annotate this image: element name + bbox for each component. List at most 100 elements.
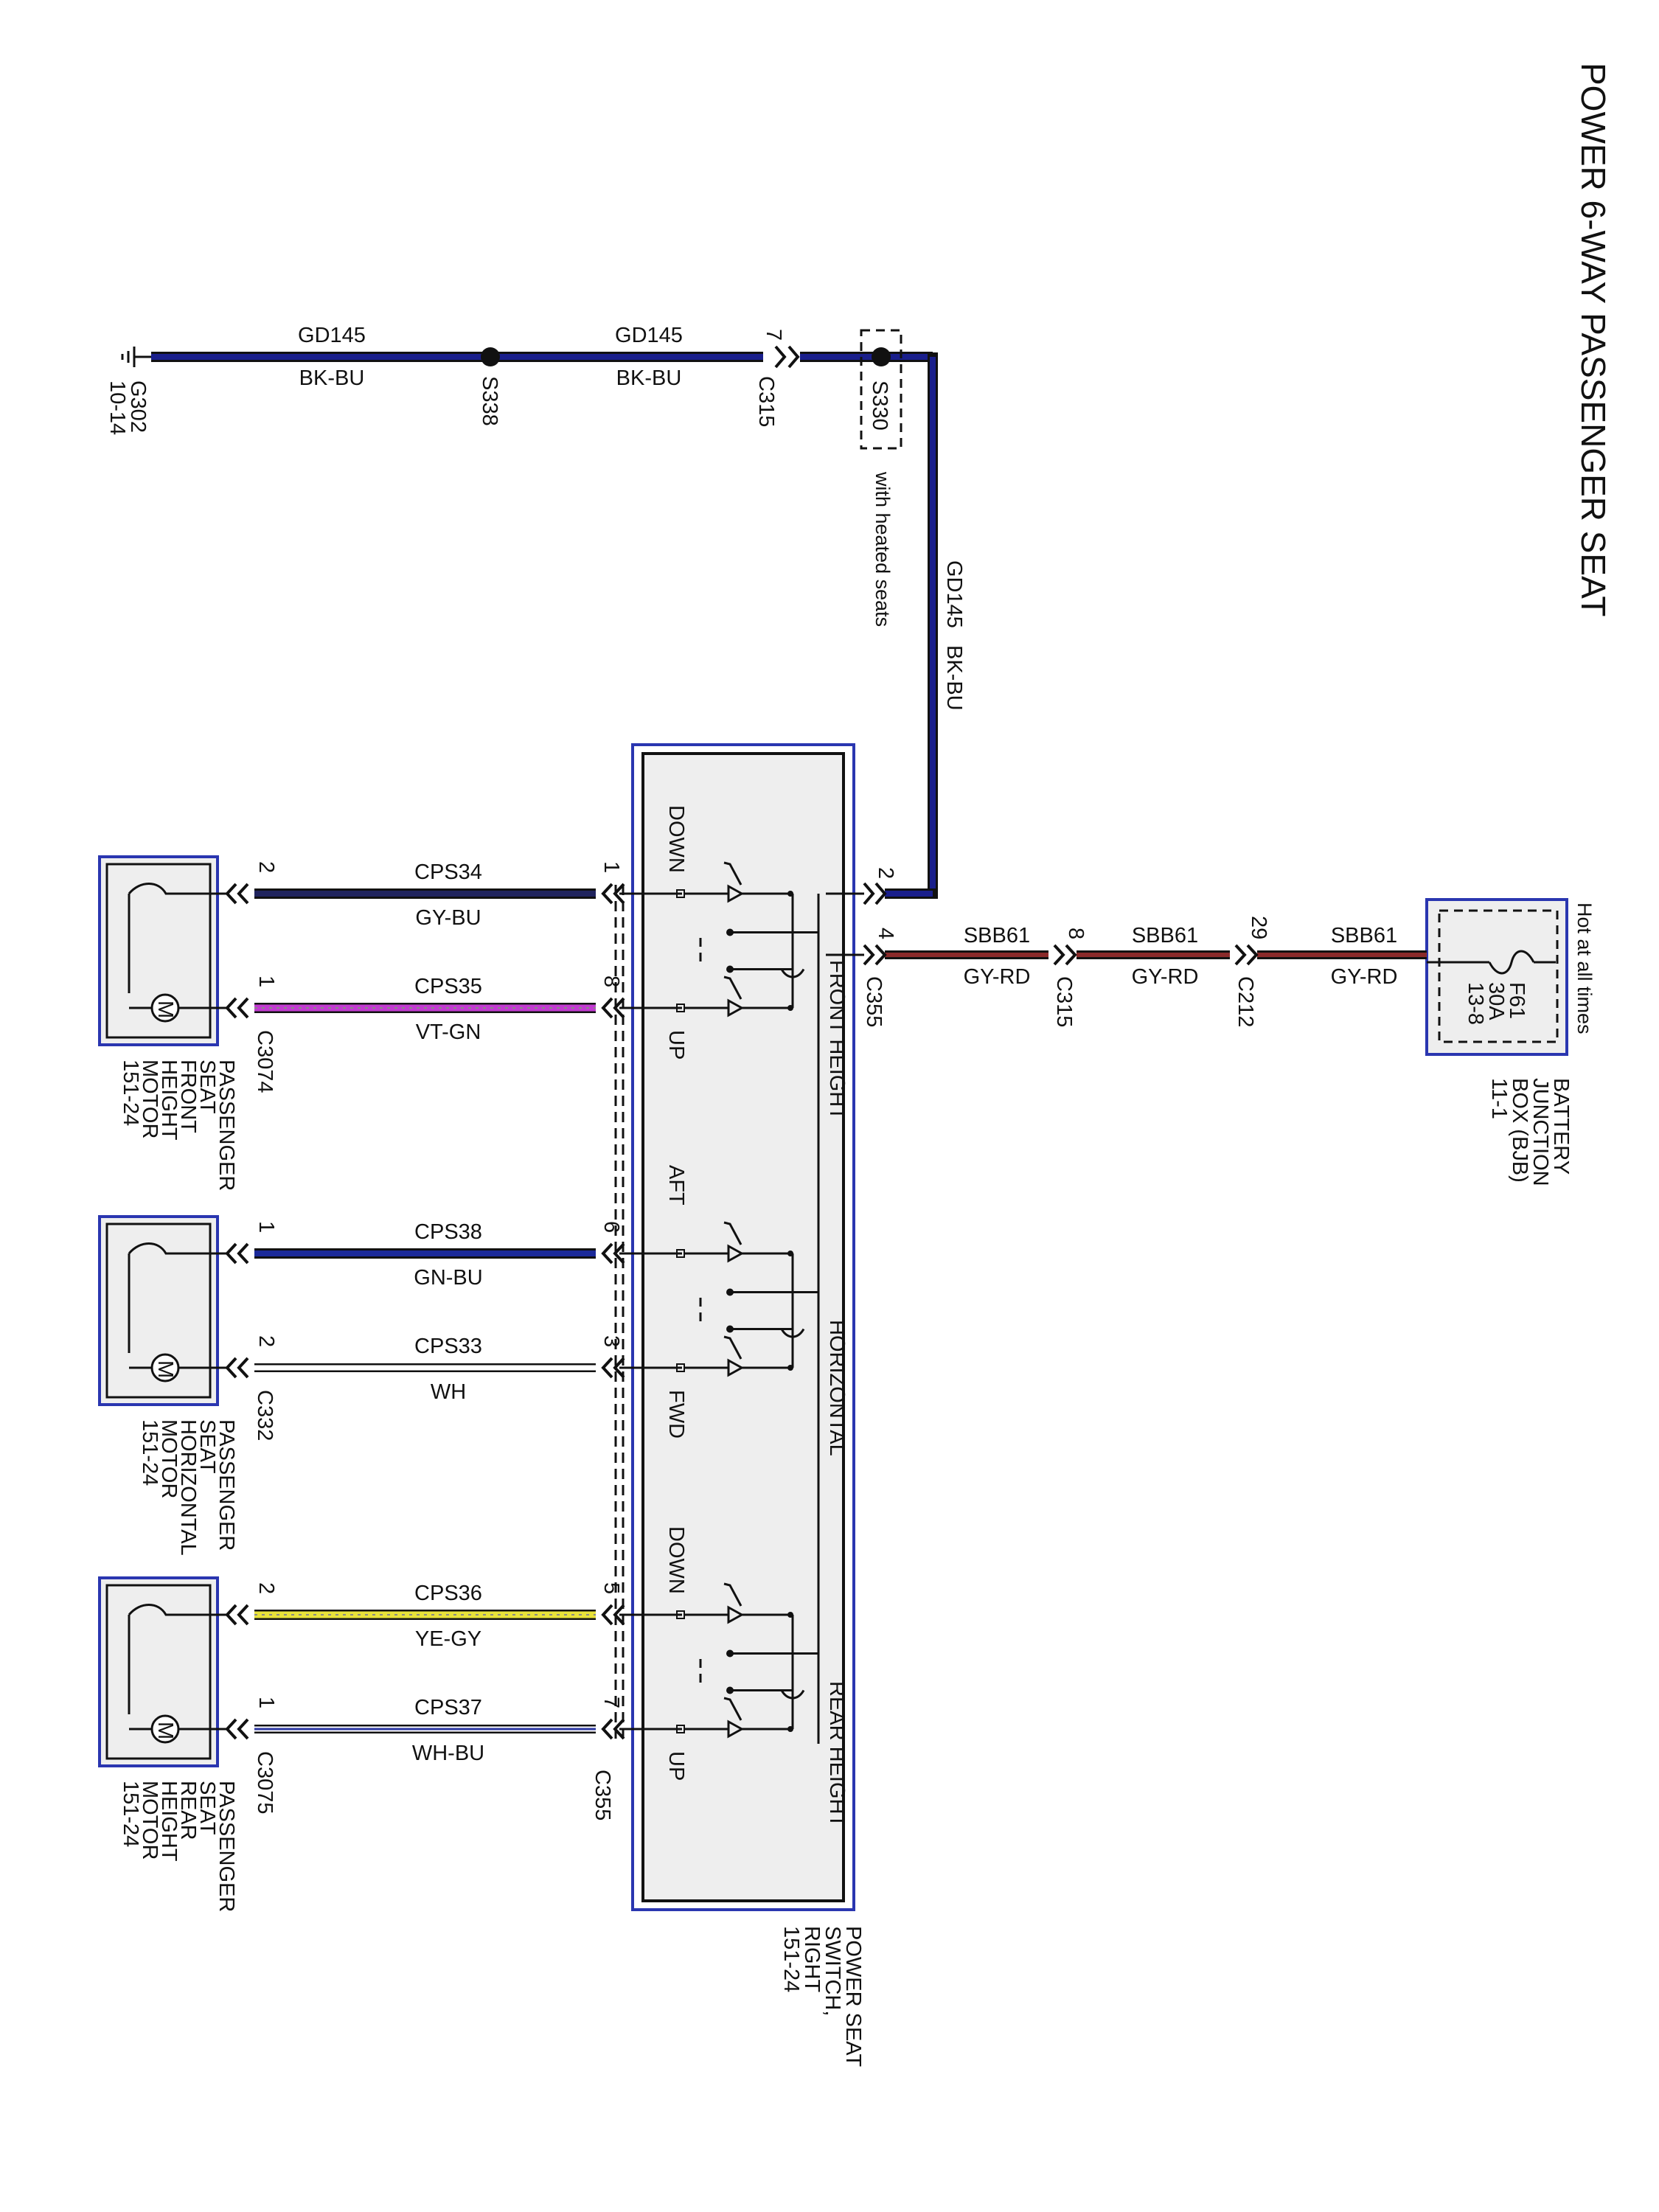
motor-label-line: HEIGHT bbox=[157, 1781, 181, 1862]
switch-label-3: RIGHT bbox=[800, 1926, 824, 1993]
wire-color-label: WH bbox=[431, 1380, 466, 1404]
motor-label-line: MOTOR bbox=[138, 1060, 161, 1138]
ground-name: G302 bbox=[126, 380, 150, 433]
switch-position-b: FWD bbox=[664, 1390, 688, 1439]
motor-icon bbox=[150, 1714, 180, 1744]
motor-label-line: SEAT bbox=[195, 1419, 219, 1474]
switch-ground-pin: 2 bbox=[874, 867, 897, 879]
power-seg3-color: GY-RD bbox=[964, 965, 1031, 989]
c212-pin: 29 bbox=[1247, 916, 1270, 939]
switch-label-1: POWER SEAT bbox=[841, 1926, 865, 2067]
switch-pin-label: 7 bbox=[599, 1697, 623, 1708]
wire-color-label: WH-BU bbox=[412, 1742, 484, 1765]
wire-color-label: GY-BU bbox=[415, 906, 481, 930]
bjb-box bbox=[1425, 898, 1568, 1056]
motor-connector-label: C3074 bbox=[253, 1030, 276, 1093]
connector-c315-power-icon bbox=[1053, 944, 1077, 966]
switch-arm-icon bbox=[727, 998, 745, 1018]
wire-circuit-label: CPS38 bbox=[414, 1220, 482, 1244]
ground-circuit: GD145 BK-BU GD145 BK-BU GD145 BK-BU G302… bbox=[105, 324, 966, 899]
fuse-rating: 30A bbox=[1484, 982, 1508, 1020]
motor-label-line: 151-24 bbox=[138, 1419, 161, 1486]
bjb-label-2: JUNCTION bbox=[1528, 1078, 1552, 1186]
connector-c355-power-icon bbox=[863, 944, 887, 966]
splice-s330-label: S330 bbox=[868, 380, 891, 431]
connector-c212-icon bbox=[1234, 944, 1259, 966]
motor-label-line: SEAT bbox=[195, 1781, 219, 1835]
switch-arm-icon bbox=[727, 1244, 745, 1263]
wire-circuit-label: CPS35 bbox=[414, 975, 482, 998]
motor-brush-icon bbox=[128, 883, 229, 895]
motor-label-line: SEAT bbox=[195, 1060, 219, 1114]
motor-connector-label: C3075 bbox=[253, 1751, 276, 1814]
diagram-title: POWER 6-WAY PASSENGER SEAT bbox=[1574, 63, 1613, 616]
switch-pin-label: 6 bbox=[599, 1221, 623, 1233]
switch-connector-icon bbox=[601, 1242, 625, 1265]
switch-connector-label: C355 bbox=[591, 1770, 614, 1820]
motor-label-line: HORIZONTAL bbox=[176, 1419, 200, 1556]
wire-circuit-label: CPS36 bbox=[414, 1582, 482, 1605]
motor-connector-icon bbox=[225, 997, 249, 1019]
switch-outer-box bbox=[631, 743, 855, 1911]
switch-group-label: HORIZONTAL bbox=[825, 1320, 849, 1456]
motor-label-line: PASSENGER bbox=[215, 1060, 238, 1191]
switch-position-b: UP bbox=[664, 1751, 688, 1781]
c355-power-label: C355 bbox=[862, 976, 886, 1027]
connector-c315-label: C315 bbox=[754, 376, 778, 427]
motor-brush-icon bbox=[128, 1242, 229, 1255]
motor-icon bbox=[150, 1353, 180, 1382]
wire-circuit-label: CPS33 bbox=[414, 1335, 482, 1358]
motor-wires: CPS34GY-BU12CPS35VT-GN81CPS38GN-BU61CPS3… bbox=[225, 860, 682, 1765]
hot-at-all-times-note: Hot at all times bbox=[1573, 902, 1596, 1034]
ground-seg1-circuit: GD145 bbox=[298, 324, 366, 347]
switch-group-label: REAR HEIGHT bbox=[825, 1681, 849, 1827]
splice-s338-label: S338 bbox=[478, 376, 501, 426]
switch-label-4: 151-24 bbox=[779, 1926, 803, 1992]
ground-seg1-color: BK-BU bbox=[299, 366, 365, 390]
motor-connector-icon bbox=[225, 1357, 249, 1379]
switch-position-a: AFT bbox=[664, 1165, 688, 1206]
power-seg1-circuit: SBB61 bbox=[1331, 924, 1397, 947]
motor-label-line: PASSENGER bbox=[215, 1419, 238, 1551]
power-seg2-color: GY-RD bbox=[1132, 965, 1199, 989]
motor-label-line: FRONT bbox=[176, 1060, 200, 1133]
ground-seg2-color: BK-BU bbox=[616, 366, 682, 390]
motor-symbol: M bbox=[153, 1001, 177, 1018]
wire-color-label: VT-GN bbox=[416, 1020, 481, 1044]
ground-ref: 10-14 bbox=[105, 380, 129, 435]
c212-label: C212 bbox=[1234, 976, 1257, 1027]
switch-label-2: SWITCH, bbox=[821, 1926, 844, 2016]
c355-power-pin: 4 bbox=[874, 928, 897, 939]
heated-seats-option-box bbox=[860, 329, 902, 450]
motor-symbol: M bbox=[153, 1360, 177, 1378]
c315-power-pin: 8 bbox=[1064, 928, 1088, 939]
splice-s330-icon bbox=[872, 347, 891, 366]
wire-circuit-label: CPS34 bbox=[414, 860, 482, 884]
motor-label-line: MOTOR bbox=[138, 1781, 161, 1860]
motor-label-line: PASSENGER bbox=[215, 1781, 238, 1912]
ground-seg3-circuit: GD145 bbox=[942, 560, 966, 628]
connector-c355-ground-icon bbox=[863, 882, 887, 905]
switch-arm-icon bbox=[727, 884, 745, 903]
bjb-label-1: BATTERY bbox=[1549, 1078, 1573, 1175]
motor-pin-label: 1 bbox=[254, 1221, 278, 1233]
motor-icon bbox=[150, 993, 180, 1023]
ground-symbol-icon bbox=[121, 347, 151, 367]
switch-position-b: UP bbox=[664, 1030, 688, 1060]
switch-pin-label: 5 bbox=[599, 1582, 623, 1594]
motor-label-line: HEIGHT bbox=[157, 1060, 181, 1141]
motor-symbol: M bbox=[153, 1722, 177, 1739]
switch-arm-icon bbox=[727, 1719, 745, 1739]
splice-s338-icon bbox=[481, 347, 500, 366]
connector-c315-pin: 7 bbox=[762, 329, 785, 341]
bjb-label-4: 11-1 bbox=[1487, 1078, 1511, 1119]
